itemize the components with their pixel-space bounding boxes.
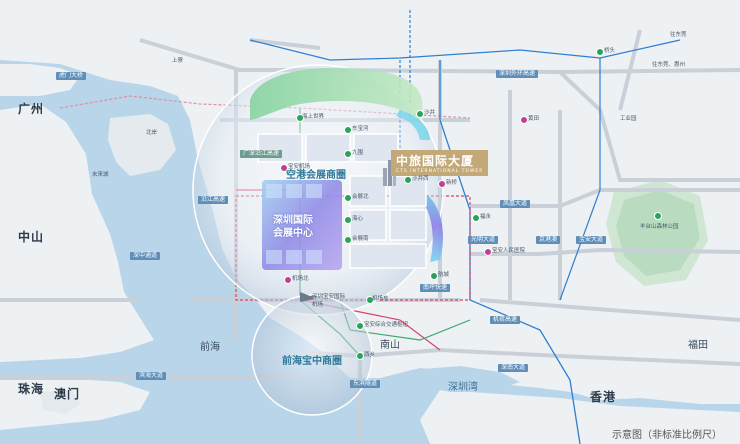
- station-pin[interactable]: [344, 194, 352, 202]
- poi-shangliao: 上寮: [172, 58, 184, 64]
- road-guangshen: 广深沿江高速: [240, 150, 283, 158]
- poi-pin[interactable]: [284, 276, 292, 284]
- dir-huizhou: 往东莞、惠州: [652, 62, 686, 68]
- poi-bao-an-airport: 宝安机场: [288, 164, 311, 170]
- station-pin[interactable]: [344, 216, 352, 224]
- airplane-icon: [300, 292, 316, 302]
- station-pin[interactable]: [356, 322, 364, 330]
- pearl-river-estuary: [0, 60, 740, 444]
- poi-jiuwei: 九围: [352, 150, 364, 156]
- road-binhai: 滨海大道: [136, 372, 167, 380]
- poi-fuyong: 福永: [480, 214, 492, 220]
- station-pin[interactable]: [472, 214, 480, 222]
- station-pin[interactable]: [404, 176, 412, 184]
- station-pin[interactable]: [344, 150, 352, 158]
- poi-yangtai-park: 羊台山森林公园: [640, 224, 679, 230]
- poi-pin[interactable]: [520, 116, 528, 124]
- city-zhongshan: 中山: [18, 230, 45, 244]
- station-pin[interactable]: [596, 48, 604, 56]
- road-shenzhen-outer-ring: 深圳外环高速: [496, 70, 539, 78]
- poi-airport-east: 机场东: [372, 296, 389, 302]
- edge-band-top: [396, 110, 430, 140]
- poi-gongyeyuan: 工业园: [620, 116, 637, 122]
- project-name-en: CTS INTERNATIONAL TOWER: [396, 169, 484, 174]
- project-name: 中旅国际大厦: [396, 154, 475, 168]
- land-zhongshan: [0, 104, 154, 362]
- road-dongbin: 东滨隧道: [350, 380, 381, 388]
- convention-center-blocks: [262, 180, 342, 270]
- city-zhuhai: 珠海: [18, 382, 45, 396]
- poi-shajing: 沙井: [424, 110, 436, 116]
- zone-qianhai-baozhong: 前海宝中商圈: [282, 356, 342, 367]
- road-jihe: 机荷高速: [490, 316, 521, 324]
- poi-conv-south: 会展南: [352, 236, 369, 242]
- land-nansha: [108, 114, 176, 176]
- map-note: 示意图（非标准比例尺）: [612, 430, 722, 441]
- water-shenzhen-bay: 深圳湾: [448, 382, 478, 393]
- station-pin[interactable]: [344, 236, 352, 244]
- poi-haixin: 海心: [352, 216, 364, 222]
- poi-north-shore: 北岸: [146, 130, 158, 136]
- poi-pin[interactable]: [280, 164, 288, 172]
- area-futian: 福田: [688, 340, 708, 351]
- tower-illustration: [383, 160, 396, 186]
- shenzhen-bay: [410, 366, 520, 392]
- zone-airport-convention: 空港会展商圈: [286, 170, 346, 181]
- poi-shajing-west: 沙井西: [412, 176, 429, 182]
- station-pin[interactable]: [366, 296, 374, 304]
- road-bao-an: 宝安大道: [576, 236, 607, 244]
- station-pin[interactable]: [356, 352, 364, 360]
- land-hongkong: [420, 390, 740, 444]
- area-nanshan: 南山: [380, 340, 400, 351]
- road-yanjiang: 沿江高速: [198, 196, 229, 204]
- green-belt: [250, 67, 423, 120]
- poi-bao-an-hos: 宝安人民医院: [492, 248, 526, 254]
- poi-airport-north: 机场北: [292, 276, 309, 282]
- road-fenghuang: 凤凰大道: [500, 200, 531, 208]
- edge-band: [418, 190, 444, 262]
- station-pin[interactable]: [344, 126, 352, 134]
- poi-huangtian: 黄田: [528, 116, 540, 122]
- poi-conv-north: 会展北: [352, 194, 369, 200]
- poi-dongbao: 东宝河: [352, 126, 369, 132]
- poi-bao-an-hub: 宝安综合交通枢纽: [364, 322, 409, 328]
- park-pin[interactable]: [654, 212, 662, 220]
- land-macau: [40, 390, 80, 414]
- park-east-inner: [616, 190, 700, 276]
- poi-hangcheng: 航城: [438, 272, 450, 278]
- project-tag[interactable]: 中旅国际大厦 CTS INTERNATIONAL TOWER: [391, 150, 489, 176]
- poi-qiaotou: 桥头: [604, 48, 616, 54]
- road-guangming: 光明大道: [468, 236, 499, 244]
- dir-dongguan: 往东莞: [670, 32, 687, 38]
- district-grid: [257, 133, 427, 269]
- poi-pin[interactable]: [438, 180, 446, 188]
- city-macau: 澳门: [54, 387, 81, 401]
- road-jinggang: 京港澳: [536, 236, 561, 244]
- road-shennan: 深南大道: [498, 364, 529, 372]
- road-shenzhong: 深中通道: [130, 252, 161, 260]
- station-pin[interactable]: [416, 110, 424, 118]
- road-humen-bridge: 虎门大桥: [56, 72, 87, 80]
- road-nanping: 南坪快速: [420, 284, 451, 292]
- airport-label: 深圳宝安国际机场: [312, 294, 346, 308]
- convention-center-label: 深圳国际会展中心: [273, 215, 313, 239]
- station-pin[interactable]: [430, 272, 438, 280]
- qianhai-bubble: [251, 294, 373, 416]
- poi-pin[interactable]: [484, 248, 492, 256]
- city-guangzhou: 广州: [18, 102, 45, 116]
- area-qianhai: 前海: [200, 342, 220, 353]
- poi-xinqiao: 新桥: [446, 180, 458, 186]
- poi-haishang: 海上世界: [302, 114, 325, 120]
- station-pin[interactable]: [296, 114, 304, 122]
- poi-xixiang: 西乡: [364, 352, 376, 358]
- poi-future-city: 未来城: [92, 172, 109, 178]
- city-hongkong: 香港: [590, 390, 617, 404]
